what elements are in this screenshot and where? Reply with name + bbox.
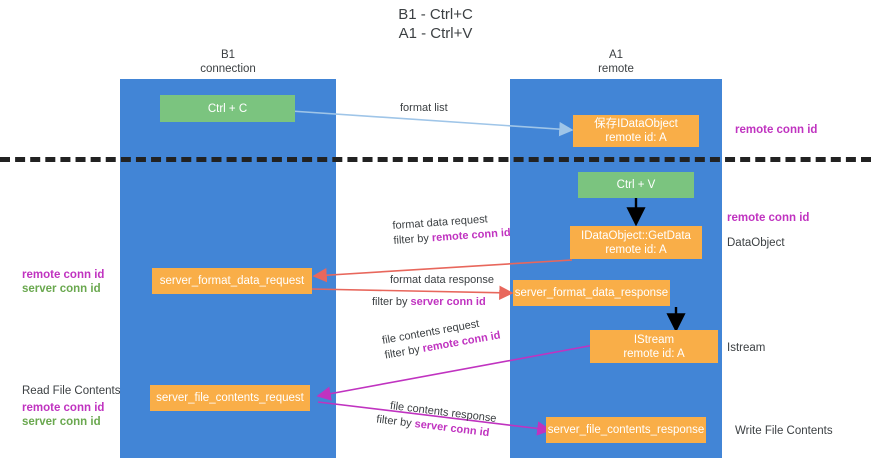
- filter-prefix: filter by: [393, 232, 433, 247]
- edge-label-format-list-text: format list: [400, 102, 448, 114]
- node-idataobject-getdata-line2: remote id: A: [605, 243, 667, 256]
- annotation-left-remote-conn-id: remote conn id: [22, 269, 105, 281]
- title-line-1: B1 - Ctrl+C: [398, 6, 473, 23]
- node-ctrl-v[interactable]: Ctrl + V: [578, 172, 694, 198]
- column-header-b1-subtitle: connection: [200, 63, 256, 75]
- node-idataobject-getdata-line1: IDataObject::GetData: [581, 229, 691, 242]
- node-server-file-contents-response-label: server_file_contents_response: [547, 424, 705, 436]
- filter-prefix: filter by: [372, 296, 411, 308]
- edge-label-format-list: format list: [400, 101, 448, 116]
- annotation-remote-conn-id-top: remote conn id: [735, 124, 818, 136]
- node-server-format-data-request-label: server_format_data_request: [159, 275, 305, 287]
- column-header-a1: A1 remote: [510, 48, 722, 76]
- column-header-b1-name: B1: [220, 49, 236, 61]
- node-ctrl-c[interactable]: Ctrl + C: [160, 95, 295, 122]
- page-title: B1 - Ctrl+C A1 - Ctrl+V: [0, 5, 871, 43]
- edge-label-format-data-request: format data request filter by remote con…: [392, 211, 511, 249]
- node-istream-line1: IStream: [633, 333, 675, 346]
- node-idataobject-getdata[interactable]: IDataObject::GetData remote id: A: [570, 226, 702, 259]
- annotation-dataobject: DataObject: [727, 237, 785, 249]
- node-server-format-data-response[interactable]: server_format_data_response: [513, 280, 670, 306]
- node-server-file-contents-request[interactable]: server_file_contents_request: [150, 385, 310, 411]
- phase-divider: [0, 157, 871, 162]
- node-server-file-contents-response[interactable]: server_file_contents_response: [546, 417, 706, 443]
- node-server-format-data-request[interactable]: server_format_data_request: [152, 268, 312, 294]
- node-ctrl-v-label: Ctrl + V: [616, 179, 656, 191]
- annotation-left-server-conn-id-2: server conn id: [22, 416, 101, 428]
- edge-label-format-data-response-text: format data response: [390, 274, 494, 286]
- edge-label-format-data-response-filter: filter by server conn id: [372, 295, 494, 310]
- column-header-a1-subtitle: remote: [598, 63, 634, 75]
- filter-key-remote-conn-id: remote conn id: [431, 226, 512, 245]
- node-istream[interactable]: IStream remote id: A: [590, 330, 718, 363]
- title-line-2: A1 - Ctrl+V: [398, 25, 473, 42]
- filter-prefix: filter by: [375, 413, 416, 431]
- filter-key-server-conn-id: server conn id: [410, 296, 486, 308]
- column-header-a1-name: A1: [608, 49, 624, 61]
- annotation-left-remote-conn-id-2: remote conn id: [22, 402, 105, 414]
- node-save-idataobject-line2: remote id: A: [605, 132, 667, 144]
- column-header-b1: B1 connection: [120, 48, 336, 76]
- node-save-idataobject[interactable]: 保存IDataObject remote id: A: [573, 115, 699, 147]
- node-server-format-data-response-label: server_format_data_response: [514, 287, 669, 299]
- edge-label-file-contents-request: file contents request filter by remote c…: [381, 314, 502, 364]
- edge-label-file-contents-response: file contents response filter by server …: [376, 399, 497, 442]
- annotation-read-file-contents: Read File Contents: [22, 385, 121, 397]
- node-istream-line2: remote id: A: [623, 347, 685, 360]
- annotation-left-server-conn-id: server conn id: [22, 283, 101, 295]
- node-save-idataobject-line1: 保存IDataObject: [594, 118, 678, 130]
- annotation-remote-conn-id-mid: remote conn id: [727, 212, 810, 224]
- node-ctrl-c-label: Ctrl + C: [207, 102, 248, 115]
- annotation-istream: Istream: [727, 342, 766, 354]
- node-server-file-contents-request-label: server_file_contents_request: [156, 392, 304, 404]
- edge-label-format-data-response: format data response filter by server co…: [372, 273, 494, 310]
- annotation-write-file-contents: Write File Contents: [735, 425, 833, 437]
